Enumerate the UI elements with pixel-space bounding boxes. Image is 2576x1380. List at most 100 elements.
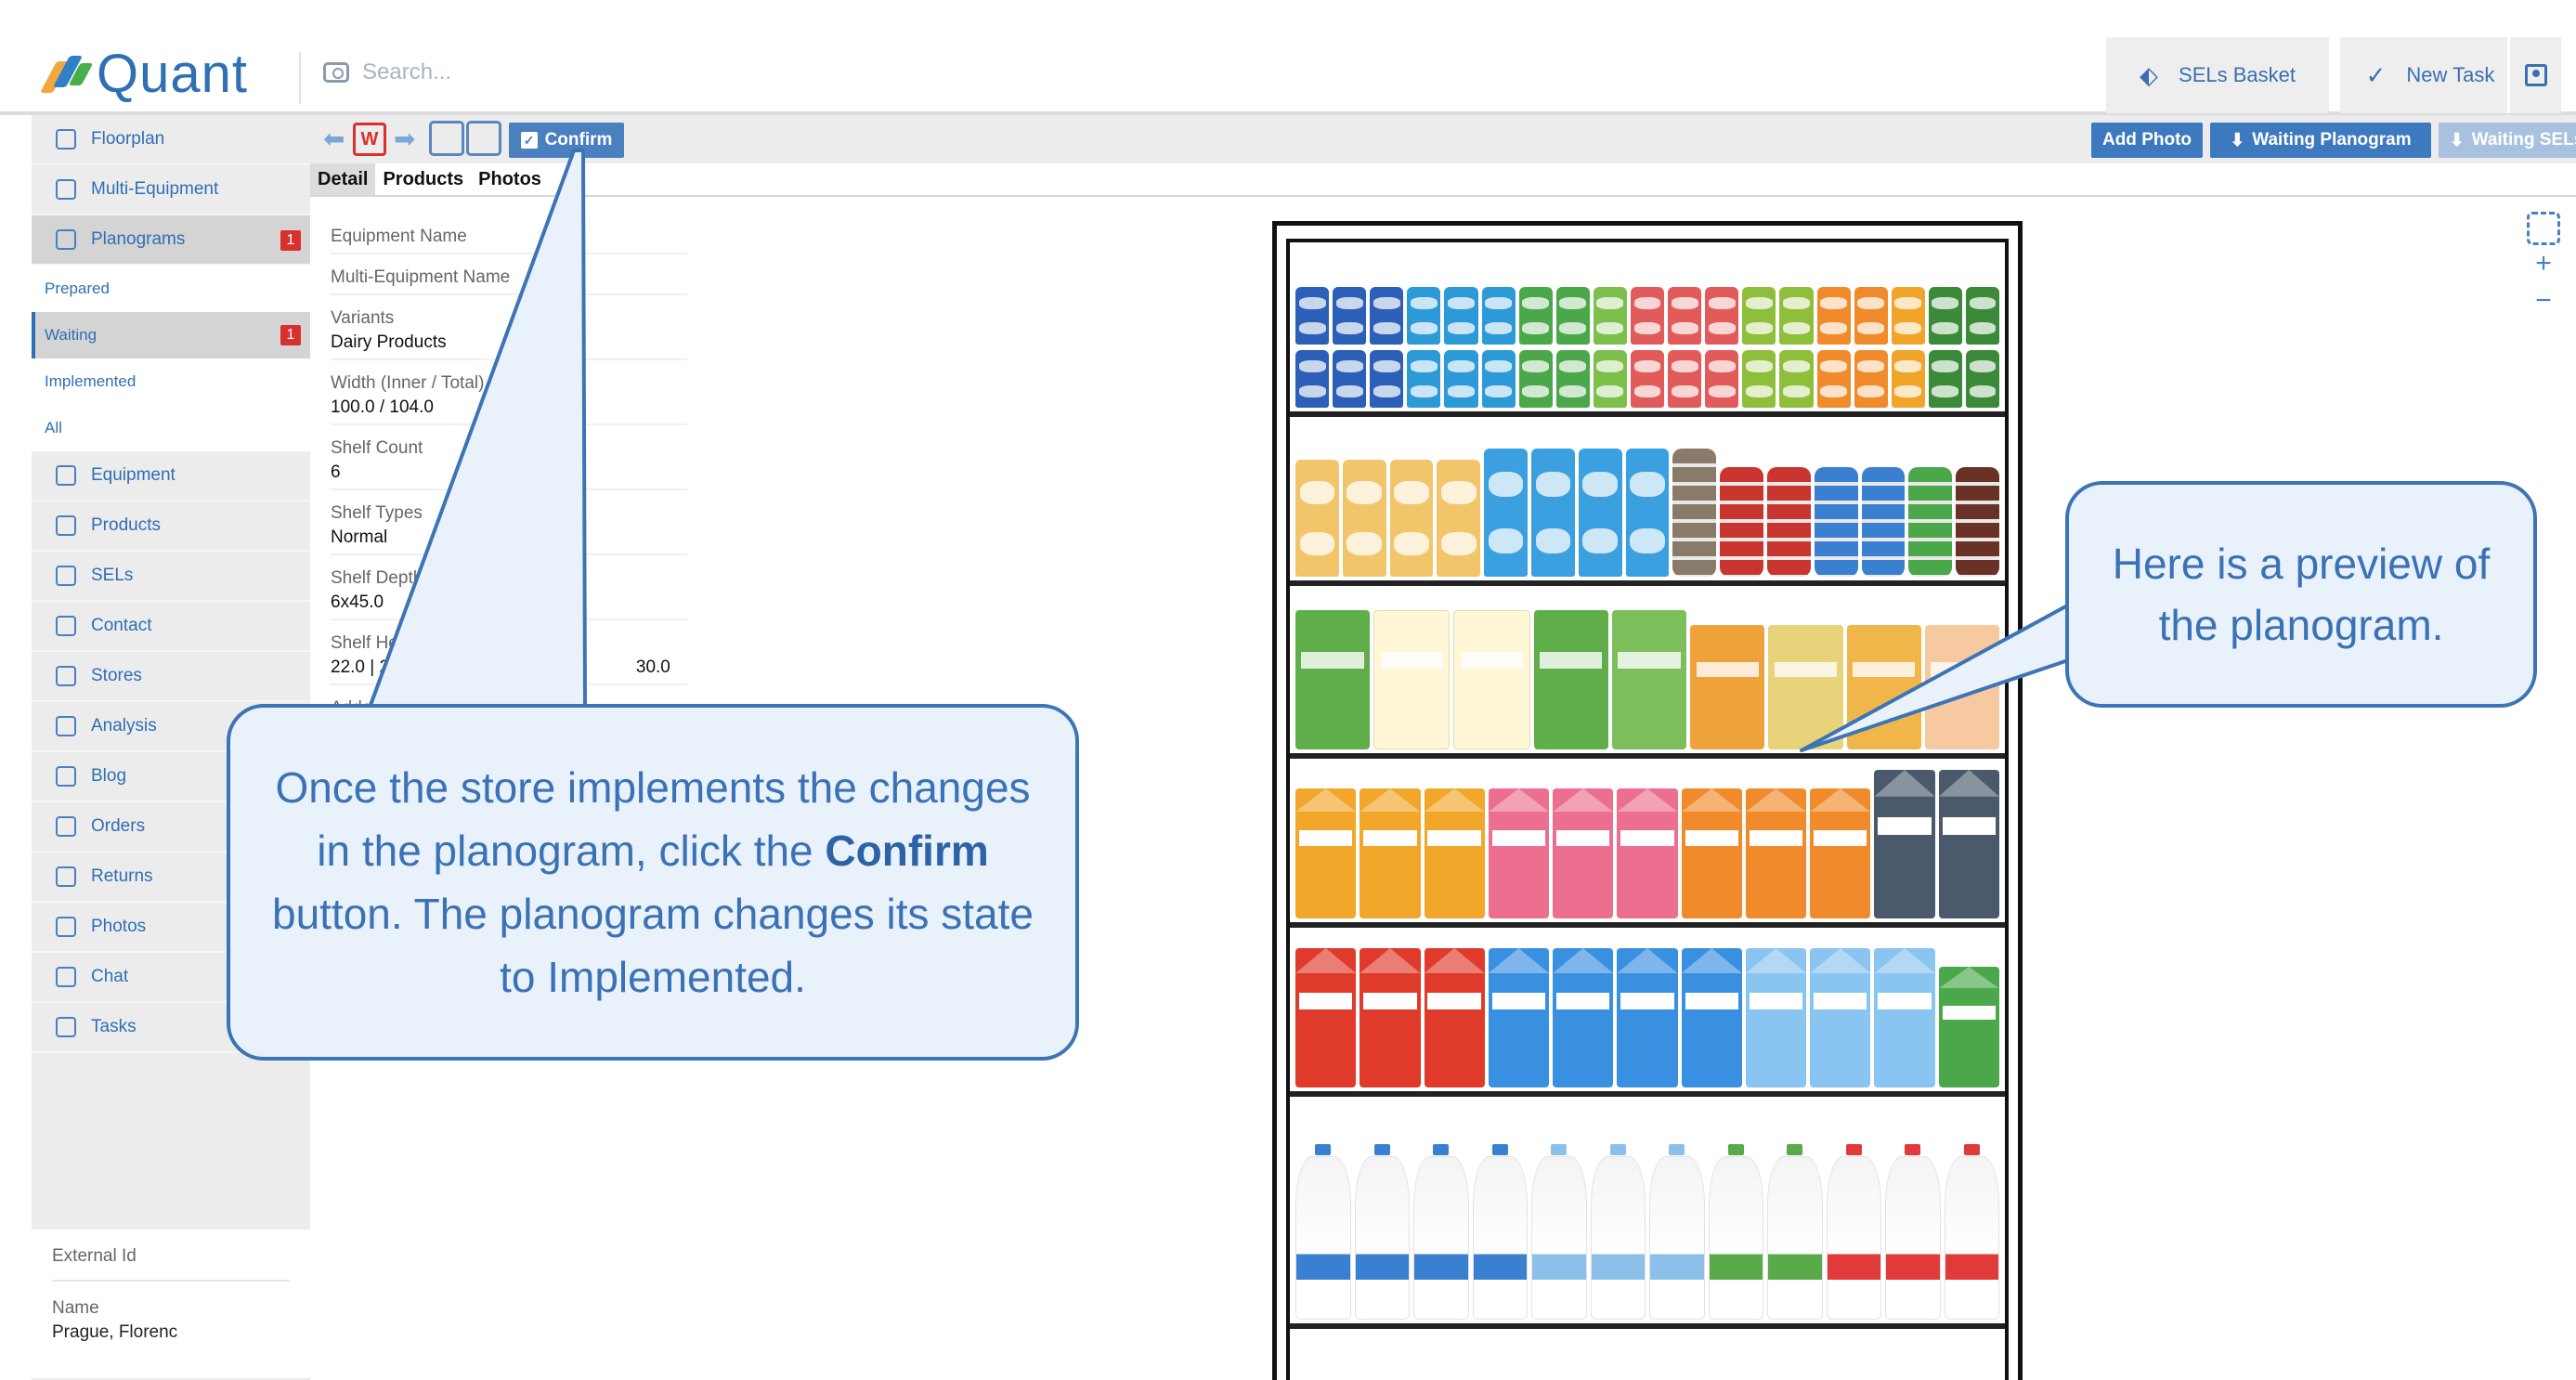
product-item[interactable] <box>1407 350 1441 408</box>
product-item[interactable] <box>1295 350 1330 408</box>
new-task-button[interactable]: ✓ New Task <box>2340 37 2520 113</box>
sidebar-item-chat[interactable]: Chat <box>32 953 310 1003</box>
product-item[interactable] <box>1360 948 1421 1087</box>
app-logo[interactable]: Quant <box>39 41 248 106</box>
product-item[interactable] <box>1965 350 2000 408</box>
product-item[interactable] <box>1481 287 1516 345</box>
waiting-sels-button[interactable]: ⬇ Waiting SELs <box>2439 123 2576 158</box>
product-item[interactable] <box>1593 350 1627 408</box>
product-item[interactable] <box>1437 460 1481 577</box>
product-item[interactable] <box>1295 610 1371 749</box>
product-item[interactable] <box>1745 788 1807 918</box>
product-item[interactable] <box>1742 350 1776 408</box>
sidebar-item-contact[interactable]: Contact <box>32 602 310 652</box>
search-bar[interactable] <box>323 59 734 85</box>
product-item[interactable] <box>1938 770 1999 918</box>
product-item[interactable] <box>1444 350 1478 408</box>
product-item[interactable] <box>1533 610 1608 749</box>
product-item[interactable] <box>1814 467 1858 577</box>
product-item[interactable] <box>1295 948 1357 1087</box>
search-input[interactable] <box>362 59 734 85</box>
sidebar-item-floorplan[interactable]: Floorplan <box>32 115 310 165</box>
product-item[interactable] <box>1553 948 1614 1087</box>
sidebar-item-equipment[interactable]: Equipment <box>32 451 310 501</box>
product-item[interactable] <box>1553 788 1614 918</box>
zoom-in-button[interactable]: + <box>2535 248 2552 279</box>
product-item[interactable] <box>1530 449 1575 577</box>
product-item[interactable] <box>1690 625 1765 749</box>
product-item[interactable] <box>1518 350 1553 408</box>
product-item[interactable] <box>1810 948 1871 1087</box>
product-item[interactable] <box>1874 948 1935 1087</box>
waiting-status-icon[interactable]: W <box>353 123 386 156</box>
sidebar-item-products[interactable]: Products <box>32 501 310 552</box>
product-item[interactable] <box>1531 1144 1587 1320</box>
product-item[interactable] <box>1956 467 1999 577</box>
product-item[interactable] <box>1295 287 1330 345</box>
product-item[interactable] <box>1944 1144 1999 1320</box>
product-item[interactable] <box>1370 350 1404 408</box>
add-photo-button[interactable]: Add Photo <box>2091 123 2203 158</box>
product-item[interactable] <box>1413 1144 1469 1320</box>
product-item[interactable] <box>1488 788 1550 918</box>
sidebar-item-analysis[interactable]: Analysis <box>32 702 310 752</box>
product-item[interactable] <box>1885 1144 1941 1320</box>
product-item[interactable] <box>1630 350 1665 408</box>
tab-detail[interactable]: Detail <box>310 163 376 195</box>
product-item[interactable] <box>1354 1144 1410 1320</box>
user-profile-button[interactable] <box>2507 37 2561 113</box>
sidebar-item-tasks[interactable]: Tasks <box>32 1003 310 1053</box>
product-item[interactable] <box>1681 948 1742 1087</box>
sidebar-item-planograms[interactable]: Planograms 1 <box>32 215 310 266</box>
product-item[interactable] <box>1333 287 1367 345</box>
tab-products[interactable]: Products <box>383 168 464 189</box>
product-item[interactable] <box>1373 610 1451 749</box>
product-item[interactable] <box>1389 460 1434 577</box>
camera-icon[interactable] <box>323 62 349 83</box>
product-item[interactable] <box>1708 1144 1763 1320</box>
product-item[interactable] <box>1766 467 1811 577</box>
product-item[interactable] <box>1767 1144 1823 1320</box>
product-item[interactable] <box>1453 610 1530 749</box>
product-item[interactable] <box>1360 788 1421 918</box>
confirm-button[interactable]: ✓ Confirm <box>509 123 624 158</box>
product-item[interactable] <box>1593 287 1627 345</box>
product-item[interactable] <box>1488 948 1550 1087</box>
product-item[interactable] <box>1484 449 1528 577</box>
product-item[interactable] <box>1668 350 1702 408</box>
planogram-preview[interactable] <box>1272 221 2023 1380</box>
product-item[interactable] <box>1333 350 1367 408</box>
sidebar-sub-implemented[interactable]: Implemented <box>32 358 310 405</box>
product-item[interactable] <box>1908 467 1953 577</box>
product-item[interactable] <box>1481 350 1516 408</box>
product-item[interactable] <box>1965 287 2000 345</box>
product-item[interactable] <box>1938 967 1999 1087</box>
sidebar-item-multi-equipment[interactable]: Multi-Equipment <box>32 165 310 215</box>
product-item[interactable] <box>1705 287 1739 345</box>
sidebar-item-sels[interactable]: SELs <box>32 552 310 602</box>
product-item[interactable] <box>1891 350 1925 408</box>
sidebar-item-stores[interactable]: Stores <box>32 652 310 702</box>
product-item[interactable] <box>1810 788 1871 918</box>
product-item[interactable] <box>1854 350 1888 408</box>
arrow-right-icon[interactable]: ➡ <box>394 124 416 153</box>
product-item[interactable] <box>1370 287 1404 345</box>
product-item[interactable] <box>1924 625 1999 749</box>
product-item[interactable] <box>1649 1144 1705 1320</box>
product-item[interactable] <box>1295 460 1339 577</box>
frame-view-icon[interactable] <box>429 121 464 156</box>
sidebar-item-photos[interactable]: Photos <box>32 903 310 953</box>
product-item[interactable] <box>1742 287 1776 345</box>
product-item[interactable] <box>1611 610 1687 749</box>
sidebar-sub-prepared[interactable]: Prepared <box>32 266 310 312</box>
product-item[interactable] <box>1874 770 1935 918</box>
columns-view-icon[interactable] <box>466 121 501 156</box>
product-item[interactable] <box>1668 287 1702 345</box>
product-item[interactable] <box>1625 449 1670 577</box>
product-item[interactable] <box>1928 287 1962 345</box>
product-item[interactable] <box>1407 287 1441 345</box>
product-item[interactable] <box>1816 350 1851 408</box>
product-item[interactable] <box>1630 287 1665 345</box>
product-item[interactable] <box>1672 449 1717 577</box>
product-item[interactable] <box>1295 1144 1351 1320</box>
